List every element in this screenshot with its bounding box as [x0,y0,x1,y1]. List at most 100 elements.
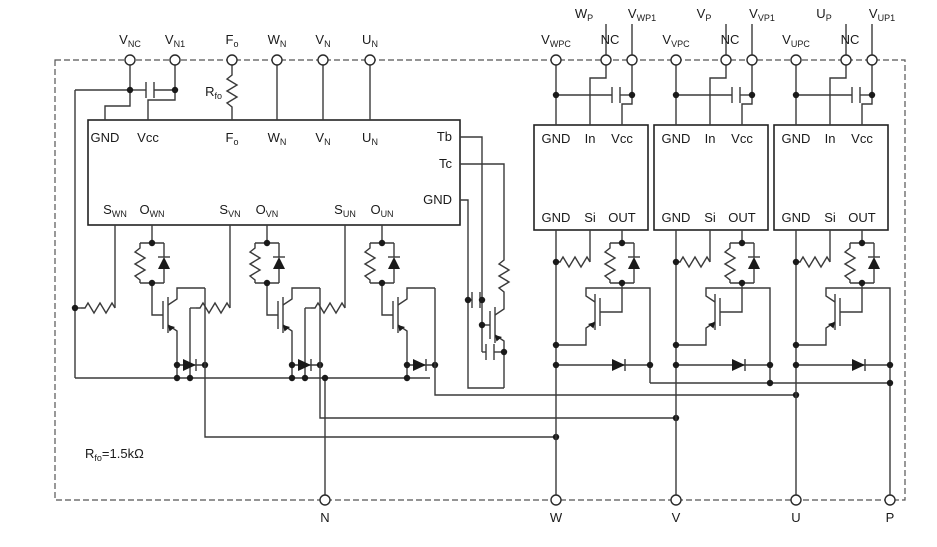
label-ic-gnd: GND [91,130,120,145]
terminal-un [364,54,376,66]
terminal-u [790,494,802,506]
terminal-vupc [790,54,802,66]
low-side-leg-vn [190,225,324,382]
label-ic-un: UN [362,130,378,147]
terminal-w [550,494,562,506]
igbt-high-side [585,290,601,334]
high-side-driver-ic [533,124,649,231]
svg-text:Vcc: Vcc [611,131,633,146]
label-ic-gnd-right: GND [423,192,452,207]
svg-text:GND: GND [782,131,811,146]
filter-capacitor [485,343,495,361]
igbt-low-side [162,293,178,337]
label-vwp1: VWP1 [628,6,656,23]
label-wp: WP [575,6,593,23]
high-side-phase-u: GND In Vcc GND Si OUT [773,24,894,500]
gate-resistor [844,242,856,284]
low-side-driver-ic [87,119,461,226]
gate-resistor [134,242,146,284]
label-vvpc: VVPC [662,32,690,49]
label-ic-tb: Tb [437,129,452,144]
svg-text:In: In [705,131,716,146]
terminal-wn [271,54,283,66]
label-n: N [320,510,329,525]
terminal-v [670,494,682,506]
terminal-vwpc [550,54,562,66]
freewheel-diode [611,358,626,372]
gate-resistor [364,242,376,284]
filter-capacitor [471,291,481,309]
gate-diode [272,242,286,284]
gate-diode [747,242,761,284]
svg-text:OUT: OUT [608,210,636,225]
label-nc-w: NC [601,32,620,47]
p-bus [650,379,894,500]
sense-resistor [675,256,711,268]
label-fo: Fo [226,32,239,49]
labels: WP VWP1 VP VVP1 UP VUP1 VNC VN1 Fo WN VN… [85,6,895,525]
svg-text:OUT: OUT [728,210,756,225]
label-ic-oun: OUN [370,202,393,219]
terminal-vn [317,54,329,66]
terminal-vvp1 [746,54,758,66]
svg-text:GND: GND [542,131,571,146]
supply-capacitor [611,86,621,104]
low-side-leg-un [305,225,439,382]
freewheel-diode [412,358,427,372]
igbt-high-side [825,290,841,334]
terminal-vp [720,54,732,66]
terminal-vn1 [169,54,181,66]
label-nc-u: NC [841,32,860,47]
label-vup1: VUP1 [869,6,895,23]
label-vnc: VNC [119,32,141,49]
label-wn: WN [268,32,287,49]
terminal-vwp1 [626,54,638,66]
label-vn: VN [315,32,330,49]
label-ic-svn: SVN [219,202,240,219]
freewheel-diode [851,358,866,372]
svg-text:GND: GND [782,210,811,225]
svg-text:Si: Si [824,210,836,225]
label-w: W [550,510,563,525]
high-side-phase-v: GND In Vcc GND Si OUT [653,24,774,500]
label-vwpc: VWPC [541,32,571,49]
label-ic-sun: SUN [334,202,356,219]
label-ic-wn: WN [268,130,287,147]
igbt-high-side [705,290,721,334]
label-u: U [791,510,800,525]
label-p: P [886,510,895,525]
svg-text:GND: GND [662,131,691,146]
label-ic-tc: Tc [439,156,453,171]
svg-text:Vcc: Vcc [851,131,873,146]
thermal-resistor [498,254,510,296]
label-ic-own: OWN [139,202,164,219]
svg-text:In: In [585,131,596,146]
gate-resistor [604,242,616,284]
svg-text:GND: GND [662,210,691,225]
gate-diode [157,242,171,284]
svg-text:In: In [825,131,836,146]
sense-resistor [195,302,231,314]
label-rfo: Rfo [205,84,222,101]
terminal-vup1 [866,54,878,66]
terminal-vnc [124,54,136,66]
svg-text:Si: Si [584,210,596,225]
gate-resistor [249,242,261,284]
module-boundary [54,59,906,501]
fo-resistor [226,69,238,111]
thermal-sense-circuit [460,136,510,389]
rfo-value-note: Rfo=1.5kΩ [85,446,144,463]
igbt-low-side [277,293,293,337]
label-vp: VP [697,6,712,23]
gate-diode [867,242,881,284]
sense-resistor [795,256,831,268]
terminal-p [884,494,896,506]
terminal-up [840,54,852,66]
svg-text:GND: GND [542,210,571,225]
svg-text:Si: Si [704,210,716,225]
label-vn1: VN1 [165,32,185,49]
supply-capacitor [731,86,741,104]
sense-resistor [80,302,116,314]
label-un: UN [362,32,378,49]
